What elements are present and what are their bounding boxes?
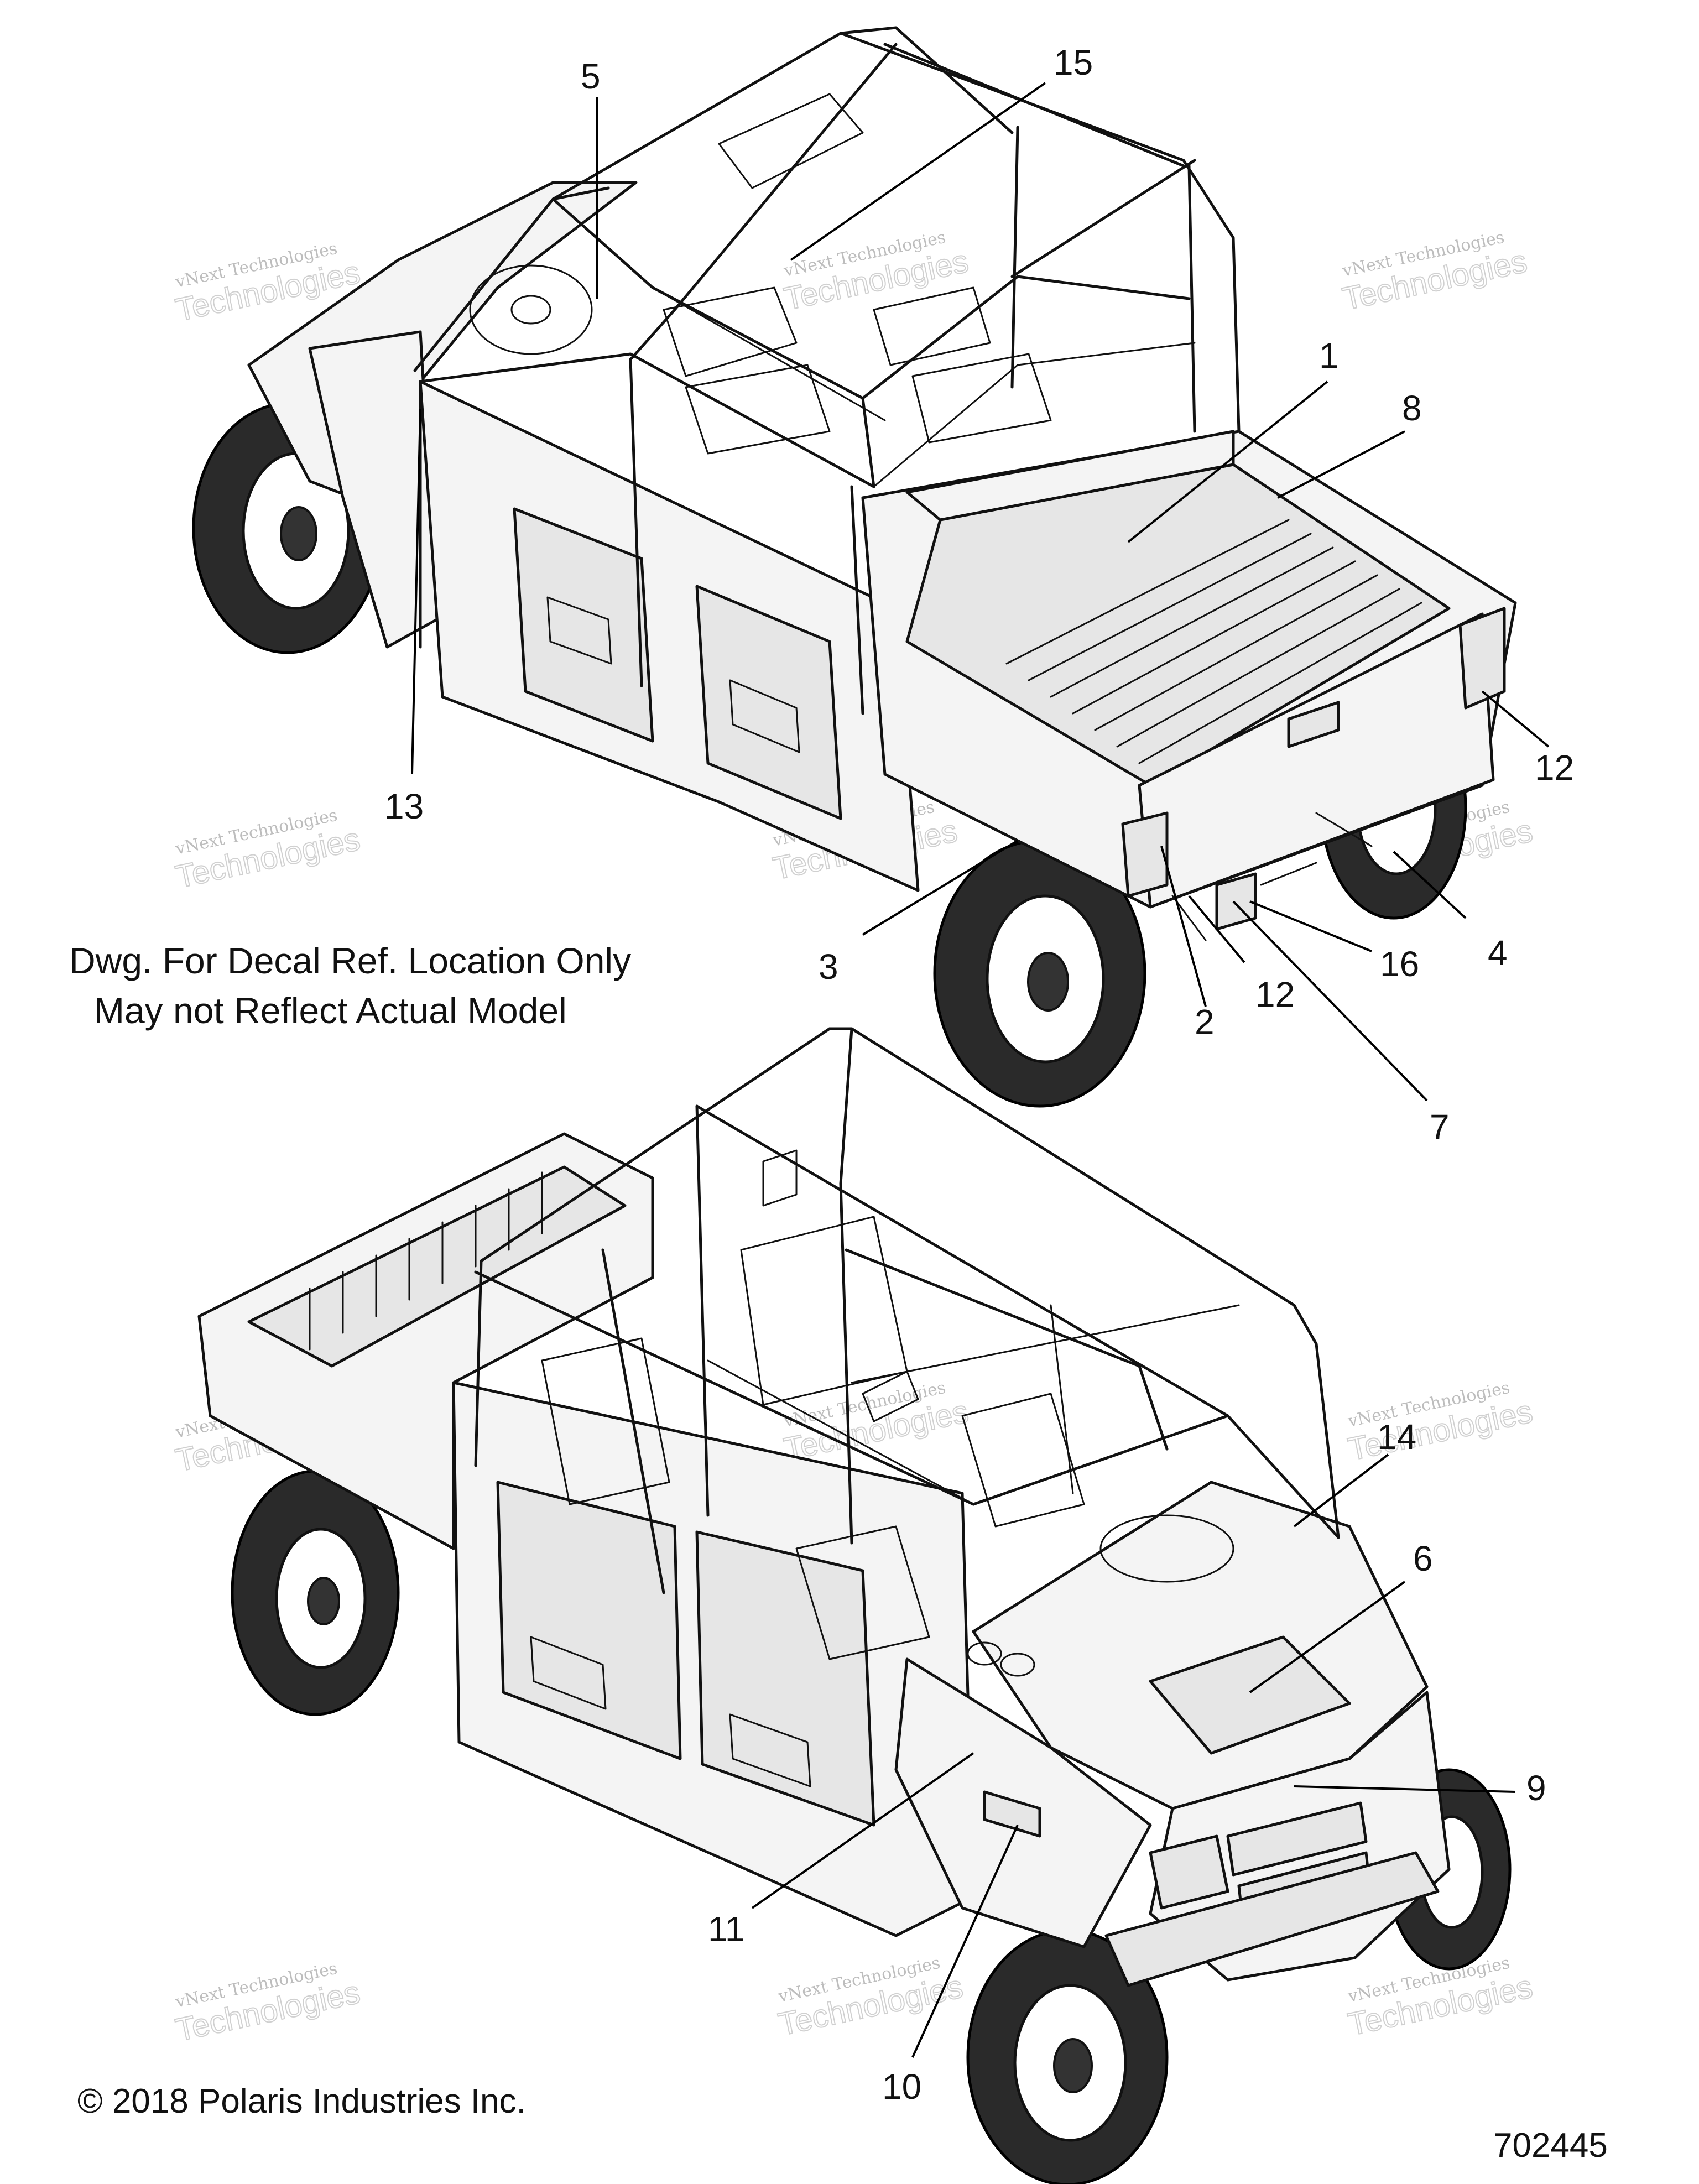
fender-side-marker [983,1790,1041,1838]
wheel-front-left-bottom [966,1928,1169,2184]
callout-8: 8 [1402,388,1422,428]
callout-12-bottom: 12 [1255,974,1295,1014]
note-line-1: Dwg. For Decal Ref. Location Only [69,940,631,981]
front-fender [308,330,439,649]
callout-12-top: 12 [1535,748,1574,788]
door-handle [530,1636,607,1710]
drawing-note: Dwg. For Decal Ref. Location Only May no… [69,940,631,1031]
tail-light-right [1458,607,1506,710]
cab-interior-bottom [541,1149,1234,1677]
tail-light-left [1121,811,1169,898]
note-line-2: May not Reflect Actual Model [94,990,567,1031]
cupholder [967,1641,1002,1666]
bed-wall-ribs-bottom [309,1171,543,1351]
callout-4: 4 [1488,933,1508,973]
front-door-bottom [695,1530,875,1827]
hood-bottom [972,1481,1429,1810]
callout-labels: 5 15 1 8 12 13 3 2 12 16 4 7 14 6 9 11 1… [384,43,1574,2107]
tailgate-handle [1287,701,1340,748]
watermark: vNext Technologies Technologies [1344,1378,1536,1468]
front-door [513,507,654,743]
watermark: vNext Technologies Technologies [172,806,364,896]
door-handle [729,679,800,753]
callout-1: 1 [1319,336,1339,376]
callout-5: 5 [581,56,601,96]
hitch-receiver [1215,872,1257,931]
wheel-rear-left-bottom [231,1469,400,1716]
watermark: vNext Technologies Technologies [780,228,972,318]
callout-3: 3 [819,947,838,987]
callout-15: 15 [1054,43,1093,82]
watermark: vNext Technologies Technologies [1339,228,1531,318]
cab-interior-top [469,93,1052,455]
hood-decal-area [1149,1635,1351,1755]
rear-door-bottom [496,1481,682,1760]
cupholder [1000,1653,1035,1677]
door-handle [546,596,612,665]
callout-6: 6 [1413,1539,1433,1578]
callout-7: 7 [1430,1107,1450,1147]
door-handle [729,1713,811,1787]
grille-badge [1226,1801,1368,1877]
callout-10: 10 [882,2067,921,2107]
front-bumper [1104,1851,1440,1987]
watermark: vNext Technologies Technologies [775,1953,967,2044]
callout-13: 13 [384,786,424,826]
leader-lines [411,82,1550,2058]
drawing-number: 702445 [1493,2126,1608,2165]
bed-front-wall [905,430,1235,522]
headlight-left [1149,1834,1229,1910]
steering-wheel [1099,1514,1234,1583]
bed-ribs [1005,519,1422,764]
copyright-text: © 2018 Polaris Industries Inc. [77,2082,526,2120]
rear-door [695,585,842,820]
callout-16: 16 [1380,944,1419,984]
callout-2: 2 [1195,1002,1215,1042]
bottom-vehicle-front-view [197,1027,1512,2184]
top-vehicle-rear-view [192,26,1517,1108]
callout-9: 9 [1526,1768,1546,1808]
callout-14: 14 [1377,1417,1416,1457]
roll-cage-bottom [474,1027,1340,1594]
watermark: vNext Technologies Technologies [172,1959,364,2049]
body-side [419,380,920,892]
roll-cage-top [413,26,1241,715]
callout-11: 11 [708,1909,744,1949]
